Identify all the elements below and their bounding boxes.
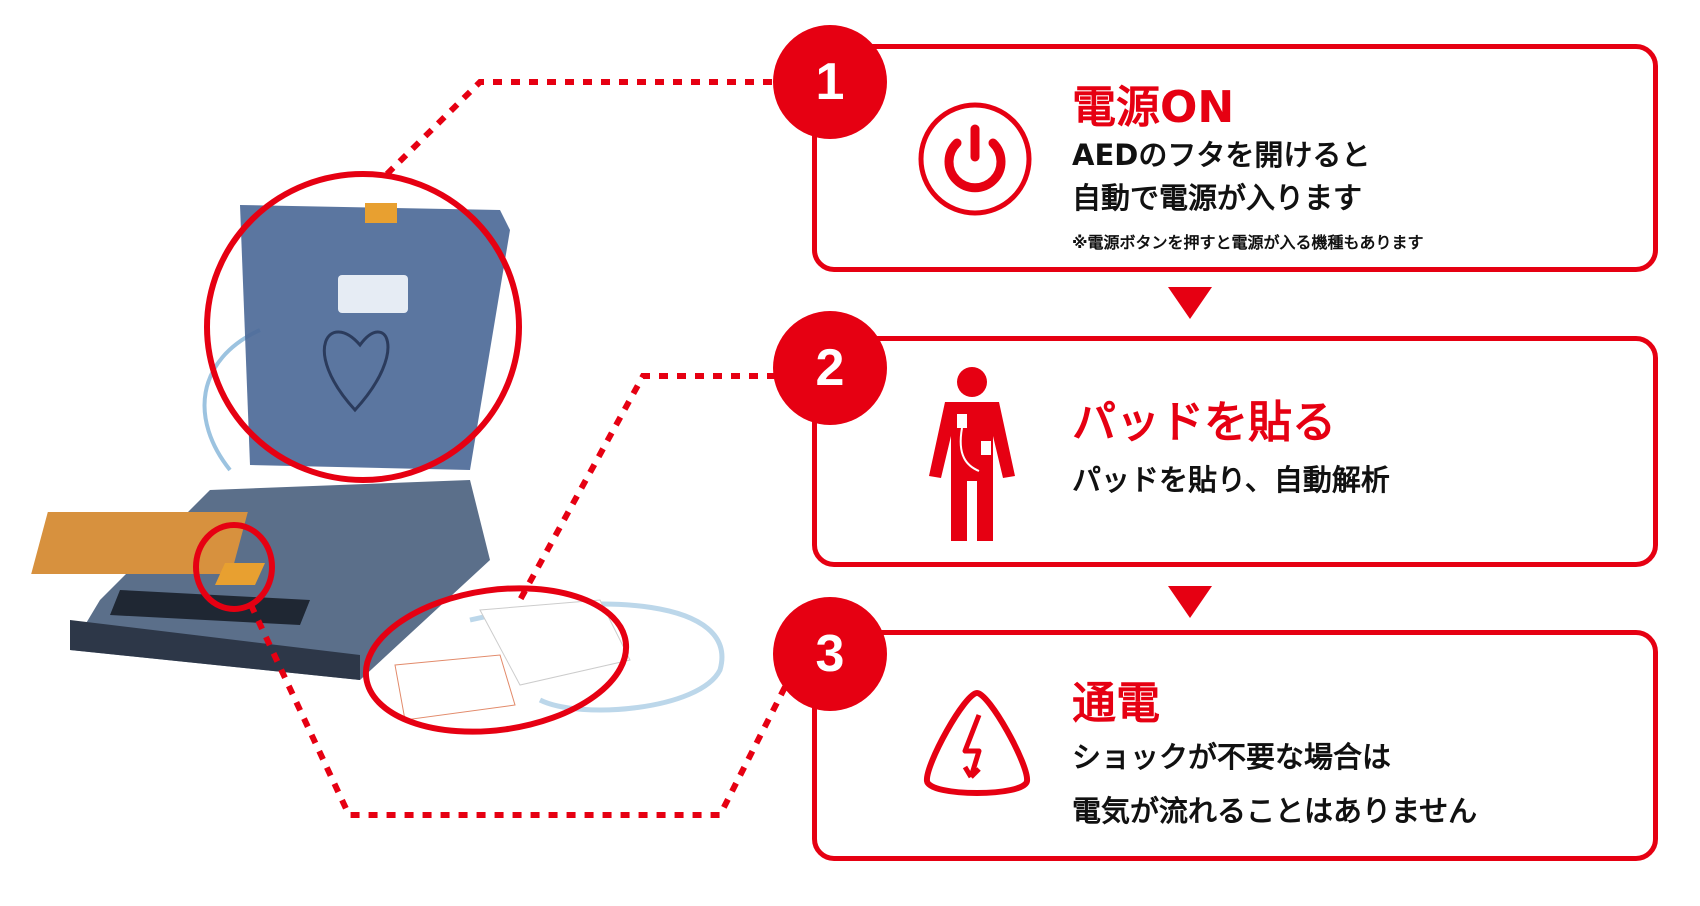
down-arrow-icon (1168, 287, 1212, 319)
description-line: AEDのフタを開けると (1072, 138, 1371, 172)
step-number-1: 1 (773, 25, 887, 139)
connector-step1 (384, 79, 772, 177)
step-title: パッドを貼る (1072, 397, 1336, 448)
description-line: パッドを貼り、自動解析 (1072, 463, 1390, 497)
highlight-shock-button (193, 522, 275, 612)
step-card-2: パッドを貼る パッドを貼り、自動解析 (812, 336, 1658, 567)
power-icon (918, 102, 1032, 216)
description-line: 自動で電源が入ります (1072, 181, 1363, 215)
shock-warning-icon (924, 689, 1030, 796)
step-number-3: 3 (773, 597, 887, 711)
cable (202, 328, 261, 472)
step-description: AEDのフタを開けると 自動で電源が入ります (1072, 134, 1370, 220)
step-card-3: 通電 ショックが不要な場合は 電気が流れることはありません (812, 630, 1658, 861)
description-line: ショックが不要な場合は (1072, 740, 1392, 774)
down-arrow-icon (1168, 586, 1212, 618)
step-note: ※電源ボタンを押すと電源が入る機種もあります (1072, 233, 1424, 252)
shock-button (215, 563, 265, 585)
step-card-1: 電源ON AEDのフタを開けると 自動で電源が入ります ※電源ボタンを押すと電源… (812, 44, 1658, 272)
step-description: ショックが不要な場合は 電気が流れることはありません (1072, 730, 1477, 838)
highlight-pads (362, 585, 630, 735)
connector-step3 (248, 603, 788, 818)
description-line: 電気が流れることはありません (1072, 794, 1478, 828)
aed-lid (240, 205, 510, 470)
step-title: 通電 (1072, 678, 1160, 729)
step-description: パッドを貼り、自動解析 (1072, 459, 1390, 502)
step-number-2: 2 (773, 311, 887, 425)
connector-step2 (517, 373, 776, 602)
highlight-lid (204, 171, 522, 483)
step-title: 電源ON (1072, 82, 1235, 133)
person-with-pads-icon (929, 367, 1015, 541)
aed-screen (31, 512, 248, 574)
